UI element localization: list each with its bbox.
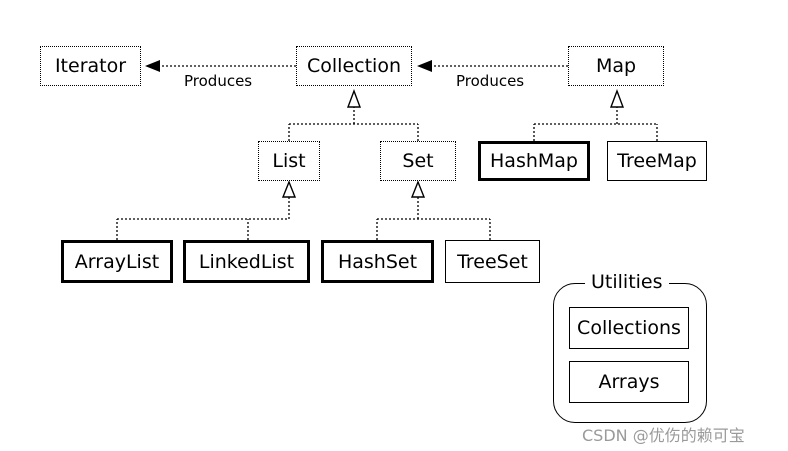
node-treeset: TreeSet [445,240,540,283]
node-collection: Collection [296,46,412,86]
arrowhead-to-collection [417,60,432,72]
node-linkedlist: LinkedList [183,240,310,283]
node-hashset: HashSet [321,240,434,283]
inherit-triangle-list [281,180,297,198]
edge-label-produces-collection: Produces [456,72,525,90]
node-arraylist: ArrayList [61,240,173,283]
node-map: Map [568,46,664,86]
node-hashmap: HashMap [478,141,590,181]
edge-label-produces-iterator: Produces [184,72,253,90]
node-set: Set [380,141,456,181]
watermark: CSDN @优伤的赖可宝 [582,426,745,445]
utilities-title: Utilities [585,271,669,293]
node-treemap: TreeMap [607,141,707,181]
inherit-triangle-set [410,180,426,198]
node-collections: Collections [569,307,689,349]
node-list: List [258,141,320,181]
node-iterator: Iterator [40,46,141,86]
node-arrays: Arrays [569,361,689,403]
arrowhead-to-iterator [145,60,160,72]
inherit-triangle-map [609,89,625,108]
inherit-triangle-collection [346,89,362,108]
